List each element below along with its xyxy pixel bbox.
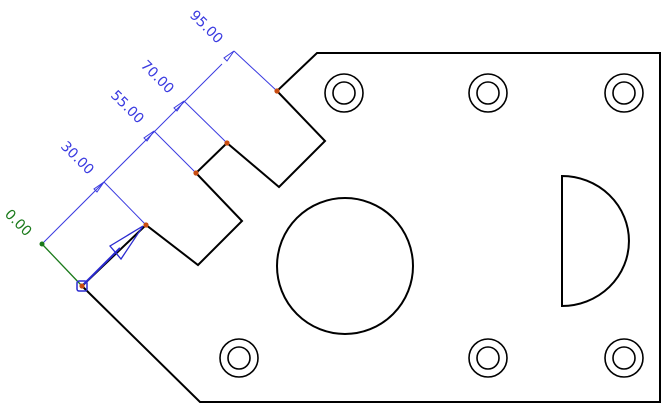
origin-extension-line [41, 243, 83, 287]
selected-leader-arrow[interactable] [83, 225, 144, 285]
extension-line-95 [233, 50, 278, 92]
dimension-label-55[interactable]: 55.00 [107, 88, 147, 128]
origin-marker [39, 241, 45, 247]
dimension-label-0[interactable]: 0.00 [1, 207, 34, 240]
extension-line-70 [183, 100, 228, 144]
extension-line-30 [103, 181, 147, 226]
point-marker-origin[interactable] [79, 283, 85, 289]
part-outline[interactable] [80, 52, 661, 403]
counterbored-hole-top-left[interactable] [324, 73, 364, 113]
point-marker-55[interactable] [193, 170, 199, 176]
counterbored-hole-top-right[interactable] [604, 73, 644, 113]
counterbored-hole-bottom-right[interactable] [604, 338, 644, 378]
dimension-label-95[interactable]: 95.00 [186, 8, 226, 48]
dimension-label-30[interactable]: 30.00 [57, 139, 97, 179]
extension-line-55 [153, 130, 197, 174]
counterbored-hole-bottom-left[interactable] [219, 338, 259, 378]
dimension-baseline [41, 63, 223, 245]
point-marker-30[interactable] [143, 222, 149, 228]
origin-point-selection[interactable] [76, 280, 88, 292]
counterbored-hole-top-middle[interactable] [468, 73, 508, 113]
arrowhead-30 [93, 181, 105, 193]
arrowhead-55 [143, 130, 155, 142]
point-marker-70[interactable] [224, 140, 230, 146]
large-hole[interactable] [276, 197, 414, 335]
arrowhead-95 [223, 50, 235, 62]
arrowhead-70 [173, 100, 185, 112]
dimension-label-70[interactable]: 70.00 [137, 58, 177, 98]
half-round-slot[interactable] [561, 174, 630, 308]
point-marker-95[interactable] [274, 88, 280, 94]
counterbored-hole-bottom-middle[interactable] [468, 338, 508, 378]
